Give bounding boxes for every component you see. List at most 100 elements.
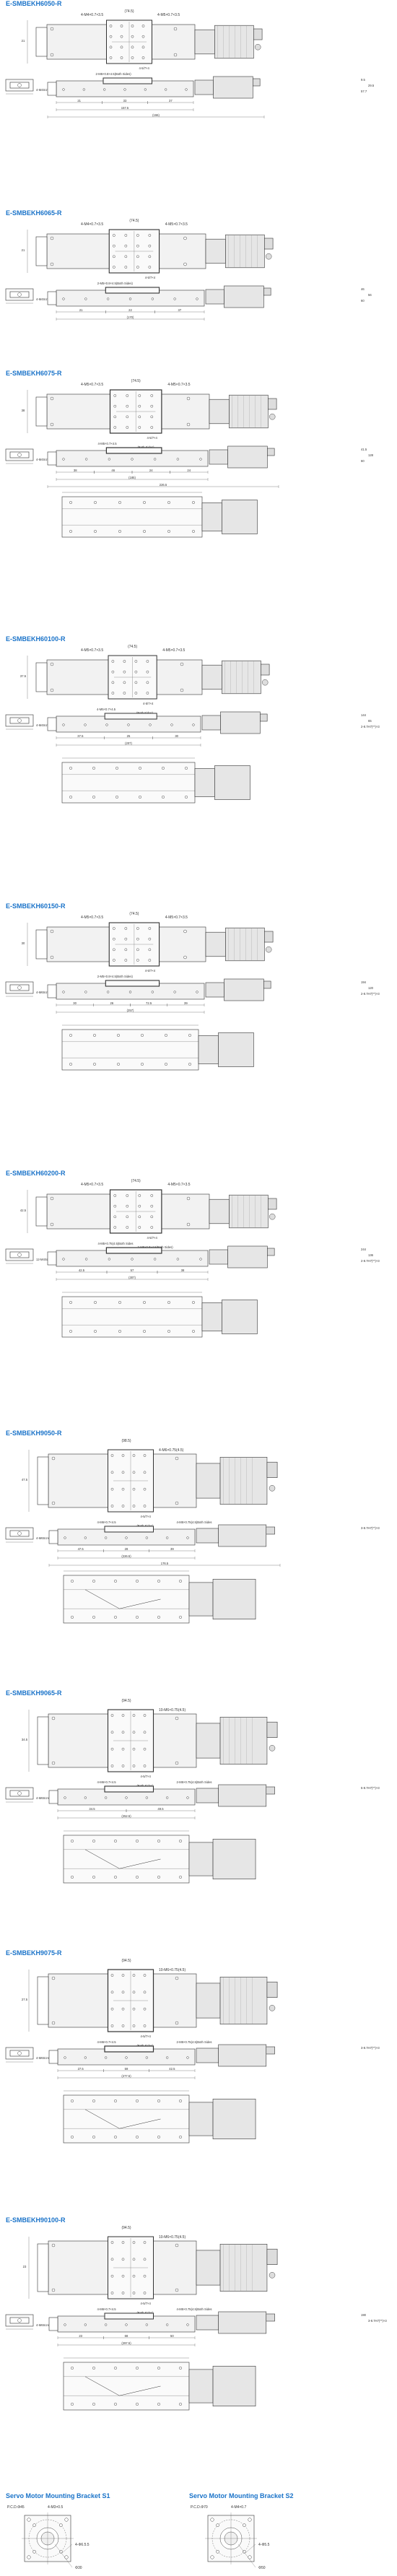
- bracket-title: Servo Motor Mounting Bracket S1: [6, 2492, 110, 2499]
- bottom-motor: [212, 2365, 256, 2407]
- extra-dimension: 60: [361, 459, 365, 463]
- total-length-dimension: (252.5): [121, 1814, 131, 1818]
- tapped-hole: [110, 1974, 114, 1977]
- tapped-hole: [111, 692, 115, 695]
- bottom-hole: [118, 1330, 121, 1333]
- mounting-hole: [173, 53, 178, 57]
- mounting-hole: [50, 1222, 54, 1227]
- side-tap-label: 2-M5×0.8×4.5(Both Sides): [97, 282, 134, 285]
- mounting-hole: [183, 236, 187, 240]
- side-end-block: [48, 2050, 58, 2064]
- mounting-hole: [50, 688, 54, 692]
- overall-length-dimension: 176.5: [161, 1562, 169, 1565]
- section-title: E-SMBEKH9075-R: [6, 1949, 62, 1957]
- dimension-label: (74.5): [128, 645, 137, 649]
- end-block: [35, 236, 48, 266]
- side-carriage: [105, 447, 162, 454]
- tapped-hole: [121, 2292, 125, 2294]
- extra-dimension: 144: [361, 713, 367, 717]
- tapped-hole: [143, 1505, 147, 1507]
- tap-label-left: 4-M4×0.7×3.5: [81, 13, 103, 17]
- mounting-hole: [50, 1196, 54, 1201]
- bottom-hole: [118, 501, 121, 504]
- side-motor: [213, 76, 253, 99]
- tap-label: 4-M3×0.5: [48, 2505, 63, 2510]
- side-connector: [253, 78, 261, 87]
- bottom-hole: [136, 1616, 139, 1619]
- tapped-hole: [143, 2007, 147, 2011]
- tapped-hole: [110, 2241, 114, 2244]
- bracket-through-hole: [210, 2555, 214, 2559]
- bottom-coupling: [188, 2102, 214, 2136]
- section-title: E-SMBEKH90100-R: [6, 2216, 66, 2224]
- bottom-hole: [92, 767, 95, 770]
- tapped-hole: [110, 2292, 114, 2294]
- row-dimension: 46: [111, 469, 115, 472]
- side-hole: [176, 1258, 179, 1261]
- servo-motor: [225, 927, 265, 962]
- mounting-hole: [175, 2288, 179, 2292]
- dimension-label: (74.5): [129, 219, 139, 223]
- bracket-through-hole: [64, 2518, 69, 2522]
- dimension-label: 21: [22, 39, 25, 43]
- tapped-hole: [148, 234, 152, 237]
- side-carriage: [104, 713, 157, 720]
- side-hole: [62, 723, 65, 726]
- tap-label: 4-M4×0.7: [231, 2505, 246, 2510]
- end-block: [35, 396, 48, 427]
- bracket-through-hole: [27, 2555, 31, 2559]
- row-dimension: 42.5: [79, 1269, 85, 1272]
- tap-label-left: 4-M5×0.7×3.5: [81, 648, 103, 653]
- tapped-hole: [141, 56, 145, 59]
- bracket-tapped-hole: [243, 2523, 246, 2527]
- bracket-tapped-hole: [59, 2523, 63, 2527]
- bottom-hole: [92, 2367, 95, 2370]
- side-connector: [263, 980, 271, 989]
- bottom-hole: [136, 2099, 139, 2102]
- slot-line: [119, 1598, 161, 1609]
- side-carriage: [102, 77, 152, 84]
- tapped-hole: [126, 394, 129, 397]
- side-hole: [84, 2056, 87, 2059]
- coupling-housing: [209, 399, 230, 425]
- extra-dimension: 60: [361, 299, 365, 303]
- hole-label: 4-Φ5.5: [258, 2543, 270, 2547]
- side-hole: [64, 1796, 66, 1799]
- tapped-hole: [126, 404, 129, 408]
- dimension-label: (94.5): [121, 1699, 131, 1703]
- bottom-coupling: [188, 1582, 214, 1616]
- servo-motor: [229, 394, 269, 429]
- tapped-hole: [143, 1765, 147, 1767]
- tapped-hole: [150, 415, 154, 419]
- side-end-block: [48, 2317, 58, 2331]
- bottom-hole: [115, 767, 118, 770]
- bottom-hole: [92, 1580, 95, 1583]
- extra-dimension: 9.5: [361, 78, 365, 82]
- tap-label-right: 10-M6×0.75(4.5): [159, 2235, 186, 2240]
- bracket-through-hole: [248, 2555, 252, 2559]
- tap-label-left: 4-M4×0.7×3.5: [81, 222, 103, 227]
- mounting-hole: [175, 2021, 179, 2025]
- connector-cap: [269, 2005, 276, 2011]
- bottom-hole: [167, 530, 170, 533]
- side-hole: [62, 88, 65, 91]
- tapped-hole: [113, 234, 115, 237]
- tapped-hole: [113, 415, 117, 419]
- screw-hole-label: 4-M6Screw Hole: [36, 1536, 59, 1540]
- side-hole: [125, 1536, 128, 1539]
- tapped-hole: [110, 1990, 114, 1994]
- tapped-hole: [148, 255, 152, 258]
- tapped-hole: [113, 255, 115, 258]
- side-motor: [218, 1524, 267, 1547]
- bottom-hole: [157, 1840, 160, 1842]
- row-dimension: 24: [187, 469, 191, 472]
- side-hole: [62, 991, 65, 993]
- bottom-hole: [71, 1580, 74, 1583]
- bottom-hole: [118, 530, 121, 533]
- mounting-hole: [51, 1761, 56, 1765]
- side-carriage: [105, 287, 160, 294]
- side-tap-label: 4-M5×0.75(4.5)Both Sides: [98, 1242, 134, 1245]
- motor-connector: [266, 1461, 278, 1479]
- side-coupling: [196, 1788, 219, 1803]
- tapped-hole: [132, 1487, 136, 1491]
